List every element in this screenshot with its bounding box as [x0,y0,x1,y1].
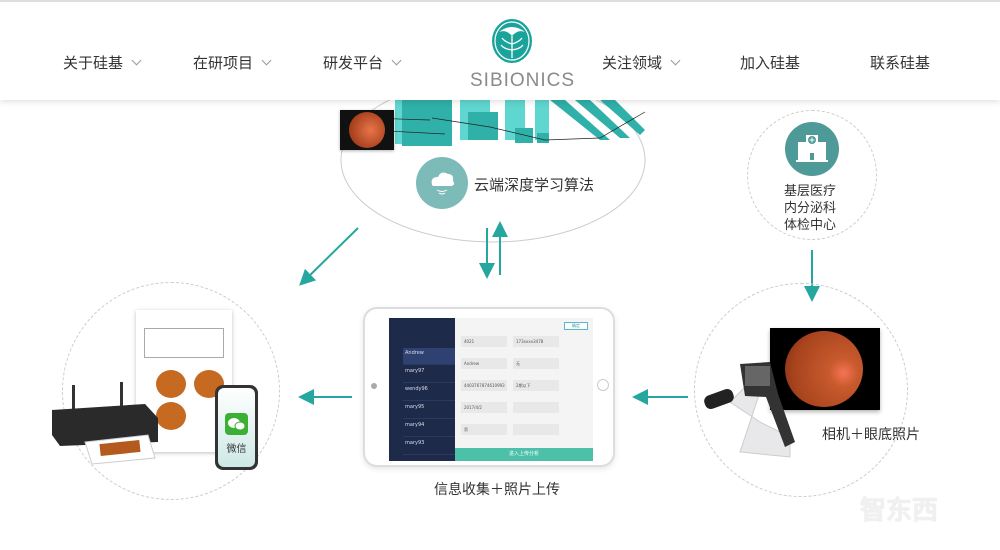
nav-platform[interactable]: 研发平台 [323,52,402,73]
tablet-camera [371,383,377,389]
tablet-caption: 信息收集＋照片上传 [434,482,560,498]
patient-name: mary94 [405,422,425,428]
hospital-line: 内分泌科 [784,201,837,216]
form-field[interactable]: Andrew [461,358,507,369]
tablet-screen: Andrew mary97 wendy96 mary95 mary94 mary… [389,318,593,461]
cloud-ellipse [340,77,646,243]
patient-name: mary93 [405,440,425,446]
logo-tree-icon [492,19,532,63]
patient-row[interactable]: mary93 [403,438,455,455]
wechat-icon [225,413,248,435]
printer [52,382,158,465]
upload-button[interactable]: 进入上传分析 [455,448,593,461]
logo[interactable]: SIBIONICS [470,18,576,92]
patient-row[interactable]: mary94 [403,420,455,437]
nav-about[interactable]: 关于硅基 [63,52,142,73]
chevron-down-icon [391,55,402,66]
form-field[interactable]: 2017/4/2 [461,402,507,413]
form-field[interactable]: 无 [513,358,559,369]
site-header: 关于硅基 在研项目 研发平台 关注领域 加入硅基 联系硅基 SIBIONICS [0,0,1000,100]
patient-name: mary95 [405,404,425,410]
output-circle [62,282,280,500]
nav-contact[interactable]: 联系硅基 [870,52,930,73]
nav-join[interactable]: 加入硅基 [740,52,800,73]
fundus-thumbnail [340,110,394,150]
phone: 微信 [215,385,258,470]
cloud-label: 云端深度学习算法 [474,176,595,194]
cloud-icon [416,157,468,209]
tablet-mockup: Andrew mary97 wendy96 mary95 mary94 mary… [363,307,615,467]
patient-row[interactable]: wendy96 [403,384,455,401]
hospital-circle [747,110,877,240]
patient-name: mary97 [405,368,425,374]
nav-projects[interactable]: 在研项目 [193,52,272,73]
fundus-camera-device [704,362,795,458]
nav-focus[interactable]: 关注领域 [602,52,681,73]
hospital-line: 基层医疗 [784,184,837,199]
hospital-label: 基层医疗 内分泌科 体检中心 [784,183,836,234]
form-field[interactable]: 173xxxx3478 [513,336,559,347]
form-field[interactable] [513,424,559,435]
hospital-icon [785,122,839,176]
camera-label: 相机＋眼底照片 [822,427,920,443]
logo-text: SIBIONICS [470,70,576,91]
nav-label: 加入硅基 [740,54,801,72]
patient-name: Andrew [405,350,424,356]
form-field[interactable]: 4021 [461,336,507,347]
fundus-photo [770,328,880,410]
patient-row[interactable]: Andrew [403,348,455,365]
confirm-button[interactable]: 确定 [564,322,588,330]
chevron-down-icon [131,55,142,66]
chevron-down-icon [261,55,272,66]
watermark: 智东西 [860,496,939,526]
chevron-down-icon [670,55,681,66]
camera-circle [694,283,908,497]
form-field[interactable]: 4403767874610993 [461,380,507,391]
patient-name: wendy96 [405,386,428,392]
patient-list: Andrew mary97 wendy96 mary95 mary94 mary… [389,318,455,461]
nav-label: 关注领域 [602,54,663,72]
form-field[interactable]: 2期以下 [513,380,559,391]
nav-label: 研发平台 [323,54,384,72]
tablet-home-button [597,379,609,391]
form-field[interactable]: 男 [461,424,507,435]
nav-label: 联系硅基 [870,54,931,72]
nav-label: 关于硅基 [63,54,124,72]
patient-row[interactable]: mary97 [403,366,455,383]
wechat-label: 微信 [226,444,247,455]
neural-network-graphic [367,96,646,146]
patient-row[interactable]: mary95 [403,402,455,419]
hospital-line: 体检中心 [784,218,837,233]
form-field[interactable] [513,402,559,413]
nav-label: 在研项目 [193,54,254,72]
